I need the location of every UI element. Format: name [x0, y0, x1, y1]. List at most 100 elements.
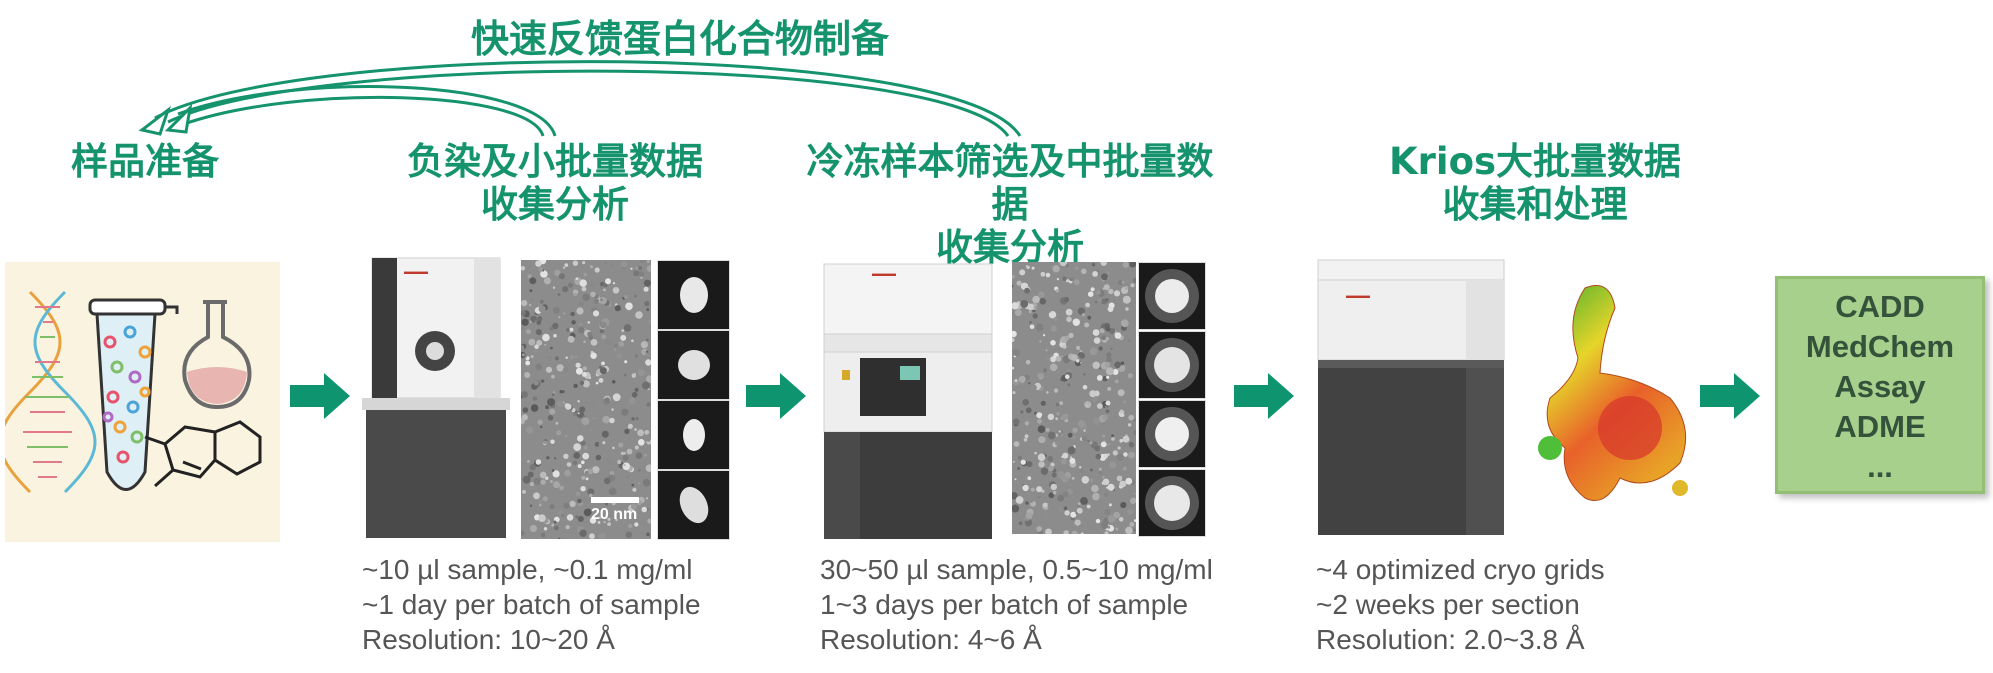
- micrograph-speckle: [590, 265, 593, 269]
- micrograph-speckle: [577, 498, 582, 504]
- micrograph-speckle: [643, 469, 646, 473]
- micrograph-speckle: [630, 503, 638, 510]
- micrograph-speckle: [638, 271, 645, 277]
- micrograph-speckle: [552, 306, 560, 314]
- micrograph-speckle: [1122, 261, 1129, 268]
- micrograph-speckle: [1011, 504, 1020, 513]
- micrograph-speckle: [1078, 420, 1086, 428]
- micrograph-speckle: [1104, 405, 1107, 408]
- micrograph-speckle: [1132, 277, 1138, 283]
- micrograph-speckle: [1092, 492, 1100, 501]
- micrograph-speckle: [1027, 476, 1032, 481]
- micrograph-speckle: [1036, 412, 1043, 419]
- flow-arrow-1: [290, 373, 350, 419]
- micrograph-speckle: [598, 442, 602, 446]
- micrograph-speckle: [611, 408, 614, 411]
- micrograph-speckle: [1045, 427, 1050, 432]
- micrograph-speckle: [1028, 310, 1032, 314]
- micrograph-speckle: [625, 531, 632, 538]
- micrograph-speckle: [1031, 266, 1035, 270]
- micrograph-speckle: [1117, 446, 1121, 450]
- micrograph-speckle: [1132, 528, 1136, 532]
- micrograph-speckle: [643, 279, 651, 287]
- micrograph-speckle: [1011, 366, 1015, 370]
- micrograph-speckle: [612, 282, 616, 285]
- micrograph-speckle: [1099, 328, 1105, 334]
- micrograph-speckle: [634, 387, 639, 392]
- micrograph-speckle: [559, 390, 563, 394]
- micrograph-speckle: [646, 265, 654, 272]
- negative-stain-micrograph: 20 nm: [518, 257, 654, 541]
- feedback-arc-inner: [177, 85, 557, 137]
- micrograph-speckle: [582, 380, 590, 388]
- micrograph-speckle: [618, 341, 625, 347]
- micrograph-speckle: [637, 468, 641, 472]
- micrograph-speckle: [625, 302, 633, 310]
- micrograph-speckle: [1048, 311, 1057, 319]
- micrograph-speckle: [1025, 512, 1033, 520]
- micrograph-speckle: [1050, 325, 1057, 332]
- micrograph-speckle: [1014, 309, 1022, 316]
- micrograph-speckle: [1069, 277, 1074, 282]
- micrograph-speckle: [547, 398, 556, 407]
- class-average-tile: [657, 470, 730, 540]
- micrograph-speckle: [521, 300, 528, 307]
- micrograph-speckle: [1114, 379, 1119, 384]
- micrograph-speckle: [557, 293, 561, 296]
- micrograph-speckle: [569, 327, 574, 332]
- micrograph-speckle: [545, 366, 553, 373]
- micrograph-speckle: [1076, 345, 1081, 350]
- micrograph-speckle: [1107, 306, 1114, 312]
- micrograph-speckle: [1039, 340, 1042, 343]
- density-map: [1530, 278, 1700, 518]
- micrograph-speckle: [1062, 344, 1067, 349]
- micrograph-speckle: [562, 312, 566, 315]
- micrograph-speckle: [600, 286, 603, 289]
- micrograph-speckle: [569, 355, 574, 360]
- micrograph-speckle: [1105, 400, 1111, 406]
- micrograph-speckle: [1125, 526, 1133, 535]
- micrograph-speckle: [1025, 265, 1029, 268]
- micrograph-speckle: [634, 445, 639, 450]
- micrograph-speckle: [576, 307, 584, 315]
- micrograph-speckle: [1092, 271, 1098, 277]
- micrograph-speckle: [1038, 461, 1045, 468]
- outcome-list: CADD MedChem Assay ADME ...: [1778, 279, 1982, 487]
- micrograph-speckle: [1045, 349, 1048, 352]
- micrograph-speckle: [1111, 390, 1116, 394]
- micrograph-speckle: [552, 391, 556, 394]
- negative-stain-class-averages: [657, 260, 730, 540]
- svg-text:▬▬▬: ▬▬▬: [1346, 291, 1370, 300]
- micrograph-speckle: [1037, 453, 1046, 462]
- class-average-tile: [1138, 400, 1206, 468]
- micrograph-speckle: [640, 276, 643, 279]
- micrograph-speckle: [1077, 504, 1080, 508]
- micrograph-speckle: [1062, 452, 1069, 459]
- micrograph-speckle: [1130, 283, 1135, 288]
- micrograph-speckle: [1097, 403, 1103, 409]
- micrograph-speckle: [646, 338, 649, 341]
- micrograph-speckle: [579, 380, 585, 386]
- svg-text:▬▬▬: ▬▬▬: [872, 269, 896, 278]
- micrograph-speckle: [1050, 340, 1056, 346]
- micrograph-speckle: [558, 316, 561, 319]
- dna-icon: [0, 290, 97, 494]
- micrograph-speckle: [554, 356, 559, 361]
- micrograph-speckle: [522, 353, 525, 357]
- micrograph-speckle: [634, 294, 637, 298]
- micrograph-speckle: [524, 372, 531, 378]
- micrograph-speckle: [631, 391, 638, 398]
- micrograph-speckle: [635, 417, 639, 420]
- micrograph-speckle: [582, 496, 590, 505]
- micrograph-speckle: [1107, 483, 1115, 491]
- micrograph-speckle: [597, 521, 601, 524]
- micrograph-speckle: [587, 488, 595, 496]
- micrograph-speckle: [1071, 530, 1078, 537]
- micrograph-speckle: [577, 412, 580, 415]
- micrograph-speckle: [647, 260, 650, 263]
- micrograph-speckle: [591, 416, 595, 420]
- micrograph-speckle: [566, 462, 572, 467]
- micrograph-speckle: [537, 316, 543, 322]
- micrograph-speckle: [1109, 461, 1117, 469]
- micrograph-speckle: [634, 522, 639, 527]
